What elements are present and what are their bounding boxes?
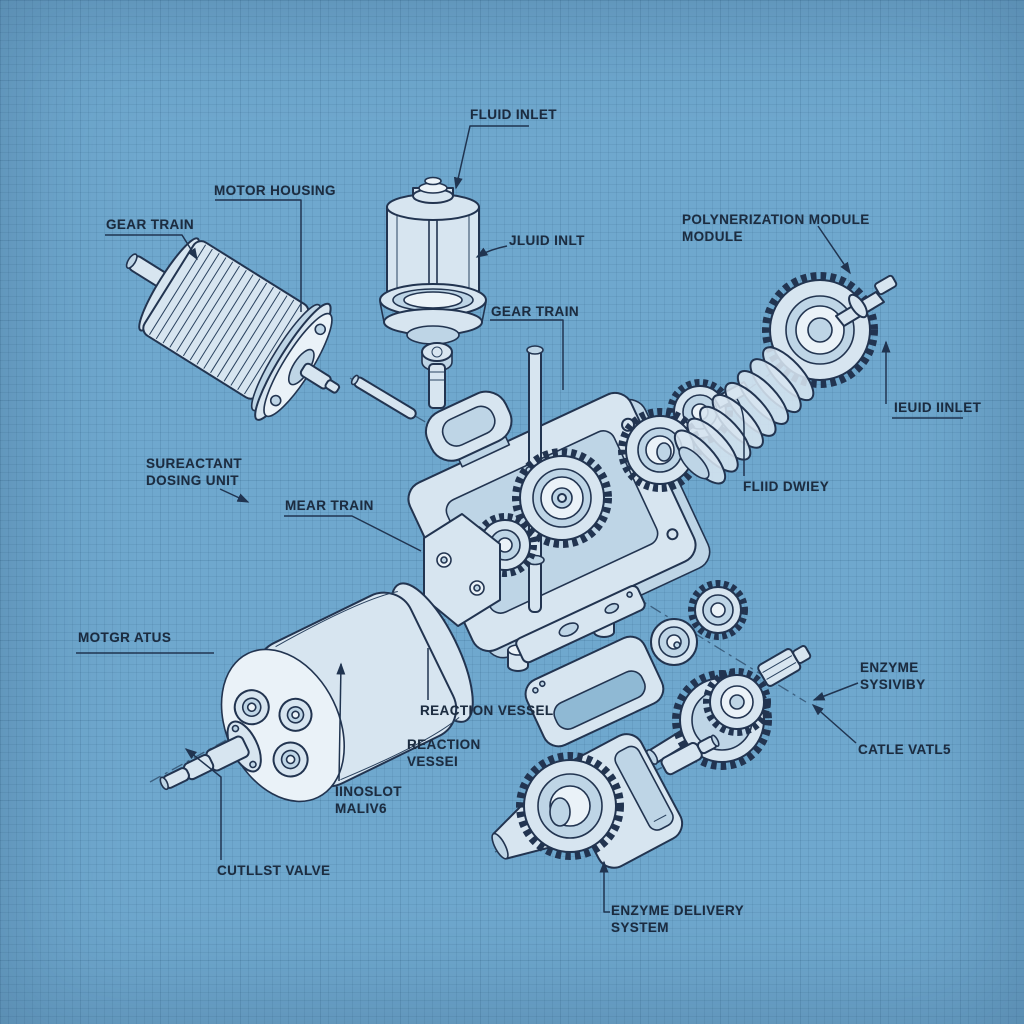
gearbox-top-cap [424,390,513,468]
leader-polymerization [817,225,851,275]
idler-wheel [650,618,698,666]
leader-iinoslot [336,662,346,782]
leader-enzyme-sysiviby [812,682,859,701]
leader-surfactant [219,488,250,503]
label-catle-vatl5: CATLE VATL5 [858,742,951,757]
mounting-bracket [515,584,646,664]
coil-spring [673,346,815,485]
hex-coupler [757,645,812,687]
leader-catle-vatl5 [811,704,857,744]
label-fliid-dwiey: FLIID DWIEY [743,479,830,494]
leader-jluid-inlt [475,245,508,258]
central-gearbox [399,345,711,659]
label-cutllst-valve: CUTLLST VALVE [217,863,331,878]
finned-motor [125,237,341,421]
surfactant-dosing-cylinder [159,582,474,803]
channel-bracket [524,635,665,748]
leader-cutllst-valve [184,748,222,860]
label-motgr-atus: MOTGR ATUS [78,630,172,645]
label-fluid-inlet: FLUID INLET [470,107,557,122]
leader-enzyme-delivery [599,860,610,913]
connecting-pin [350,374,417,420]
polymerization-gear [762,272,898,388]
leader-mear-train [284,515,422,552]
fluid-inlet-reservoir [379,176,487,409]
inlet-bolt [421,342,453,409]
enzyme-delivery-pump [491,733,720,869]
face-bosses [233,689,313,778]
label-motor-housing: MOTOR HOUSING [214,183,336,198]
leader-fliid-dwiey [736,398,745,476]
leader-fluid-inlet [453,125,529,190]
leader-gear-train-center [490,319,564,390]
leader-gear-train-left [105,234,198,261]
label-ieuid-iinlet: IEUID IINLET [894,400,982,415]
label-gear-train-left: GEAR TRAIN [106,217,194,232]
label-reaction-vessel: REACTION VESSEL [420,703,554,718]
label-mear-train: MEAR TRAIN [285,498,374,513]
label-jluid-inlt: JLUID INLT [509,233,585,248]
label-gear-train-center: GEAR TRAIN [491,304,579,319]
small-gear [688,580,748,640]
leader-motor-housing [215,199,302,312]
leader-lines [76,125,963,913]
